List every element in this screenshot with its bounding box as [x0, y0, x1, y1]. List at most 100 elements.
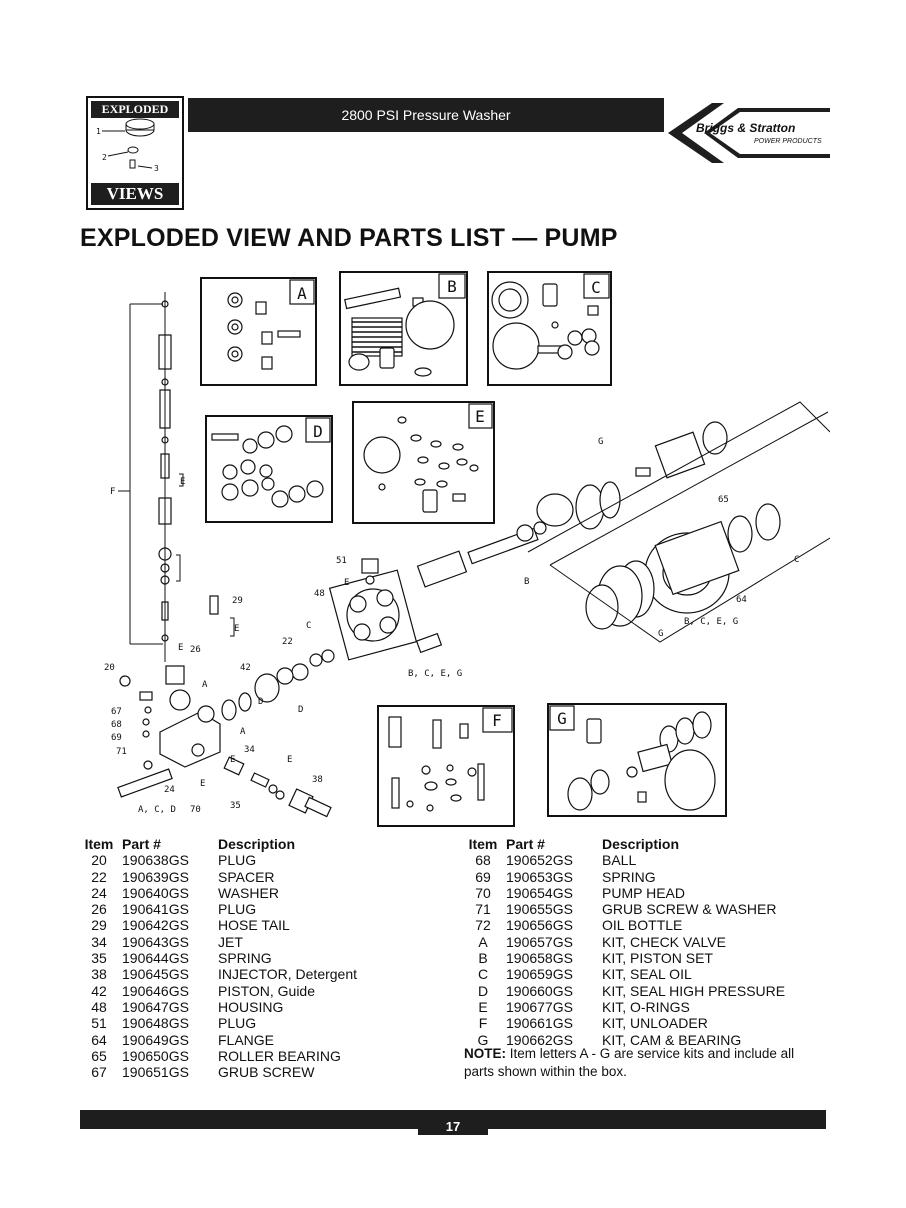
page-number: 17 — [418, 1116, 488, 1135]
cell-desc: KIT, CAM & BEARING — [602, 1031, 742, 1048]
header-part: Part # — [122, 836, 161, 852]
callout-a-1: A — [202, 680, 208, 690]
cell-desc: SPRING — [602, 868, 656, 885]
callout-bceg-2: B, C, E, G — [684, 617, 738, 627]
cell-item: G — [477, 1031, 489, 1048]
cell-item: 68 — [475, 852, 491, 869]
cell-part: 190658GS — [506, 950, 573, 967]
cell-desc: PLUG — [218, 901, 257, 918]
header-item: Item — [84, 836, 114, 852]
box-b-tab — [438, 273, 466, 299]
table-row: 29 190642GS HOSE TAIL — [80, 917, 370, 933]
cell-item: 26 — [91, 901, 107, 918]
callout-e-7: E — [230, 755, 235, 765]
note-label: NOTE: — [464, 1046, 506, 1061]
cell-desc: OIL BOTTLE — [602, 917, 683, 934]
callout-71: 71 — [116, 747, 127, 757]
callout-c-1: C — [306, 621, 311, 631]
cell-desc: JET — [218, 933, 243, 950]
cell-item: 72 — [475, 917, 491, 934]
note-text: Item letters A - G are service kits and … — [464, 1046, 795, 1079]
cell-desc: GRUB SCREW & WASHER — [602, 901, 777, 918]
svg-text:3: 3 — [154, 164, 159, 173]
cell-item: F — [478, 1015, 488, 1032]
cell-item: 22 — [91, 868, 107, 885]
box-d-tab — [305, 417, 331, 443]
box-label-b: B — [447, 277, 457, 296]
cell-desc: PUMP HEAD — [602, 884, 685, 901]
callout-38: 38 — [312, 775, 323, 785]
callout-a-2: A — [240, 727, 246, 737]
cell-desc: BALL — [602, 852, 637, 869]
cell-part: 190656GS — [506, 917, 573, 934]
cell-desc: SPRING — [218, 950, 272, 967]
callout-42: 42 — [240, 663, 251, 673]
svg-text:1: 1 — [96, 127, 101, 136]
cell-desc: KIT, PISTON SET — [602, 950, 713, 967]
cell-part: 190661GS — [506, 1015, 573, 1032]
cell-item: 20 — [91, 852, 107, 869]
service-kit-note: NOTE: Item letters A - G are service kit… — [464, 1045, 824, 1081]
header-desc: Description — [218, 836, 296, 852]
callout-f: F — [110, 487, 115, 497]
logo-illustration: 1 2 3 — [96, 118, 159, 173]
cell-item: 34 — [91, 933, 107, 950]
callout-68: 68 — [111, 720, 122, 730]
callout-24: 24 — [164, 785, 175, 795]
box-g-tab — [549, 705, 575, 731]
cell-desc: PISTON, Guide — [218, 982, 316, 999]
cell-part: 190653GS — [506, 868, 573, 885]
box-a-tab — [289, 279, 315, 305]
table-row: 34 190643GS JET — [80, 934, 370, 950]
callout-g-2: G — [658, 629, 663, 639]
brand-diamond-icon — [668, 103, 830, 163]
cell-part: 190639GS — [122, 868, 189, 885]
callout-20: 20 — [104, 663, 115, 673]
cell-desc: HOUSING — [218, 998, 284, 1015]
cell-part: 190655GS — [506, 901, 573, 918]
cell-part: 190657GS — [506, 933, 573, 950]
table-header: Item Part # Description — [464, 836, 824, 852]
callout-e-3: E — [178, 643, 183, 653]
callout-29: 29 — [232, 596, 243, 606]
callout-bceg-1: B, C, E, G — [408, 669, 462, 679]
cell-desc: INJECTOR, Detergent — [218, 966, 358, 983]
cell-desc: FLANGE — [218, 1031, 275, 1048]
cell-part: 190652GS — [506, 852, 573, 869]
callout-65: 65 — [718, 495, 729, 505]
cell-part: 190651GS — [122, 1064, 189, 1081]
callout-b: B — [524, 577, 529, 587]
cell-item: 29 — [91, 917, 107, 934]
cell-part: 190643GS — [122, 933, 189, 950]
callout-69: 69 — [111, 733, 122, 743]
callout-d-2: D — [298, 705, 303, 715]
box-label-d: D — [313, 422, 323, 441]
box-c-tab — [583, 273, 610, 299]
cell-item: 64 — [91, 1031, 107, 1048]
cell-desc: HOSE TAIL — [218, 917, 290, 934]
cell-part: 190646GS — [122, 982, 189, 999]
callout-22: 22 — [282, 637, 293, 647]
cell-part: 190647GS — [122, 998, 189, 1015]
logo-bottom-word: VIEWS — [91, 183, 179, 205]
cell-item: C — [477, 966, 489, 983]
cell-part: 190642GS — [122, 917, 189, 934]
cell-part: 190644GS — [122, 950, 189, 967]
cell-item: 65 — [91, 1047, 107, 1064]
